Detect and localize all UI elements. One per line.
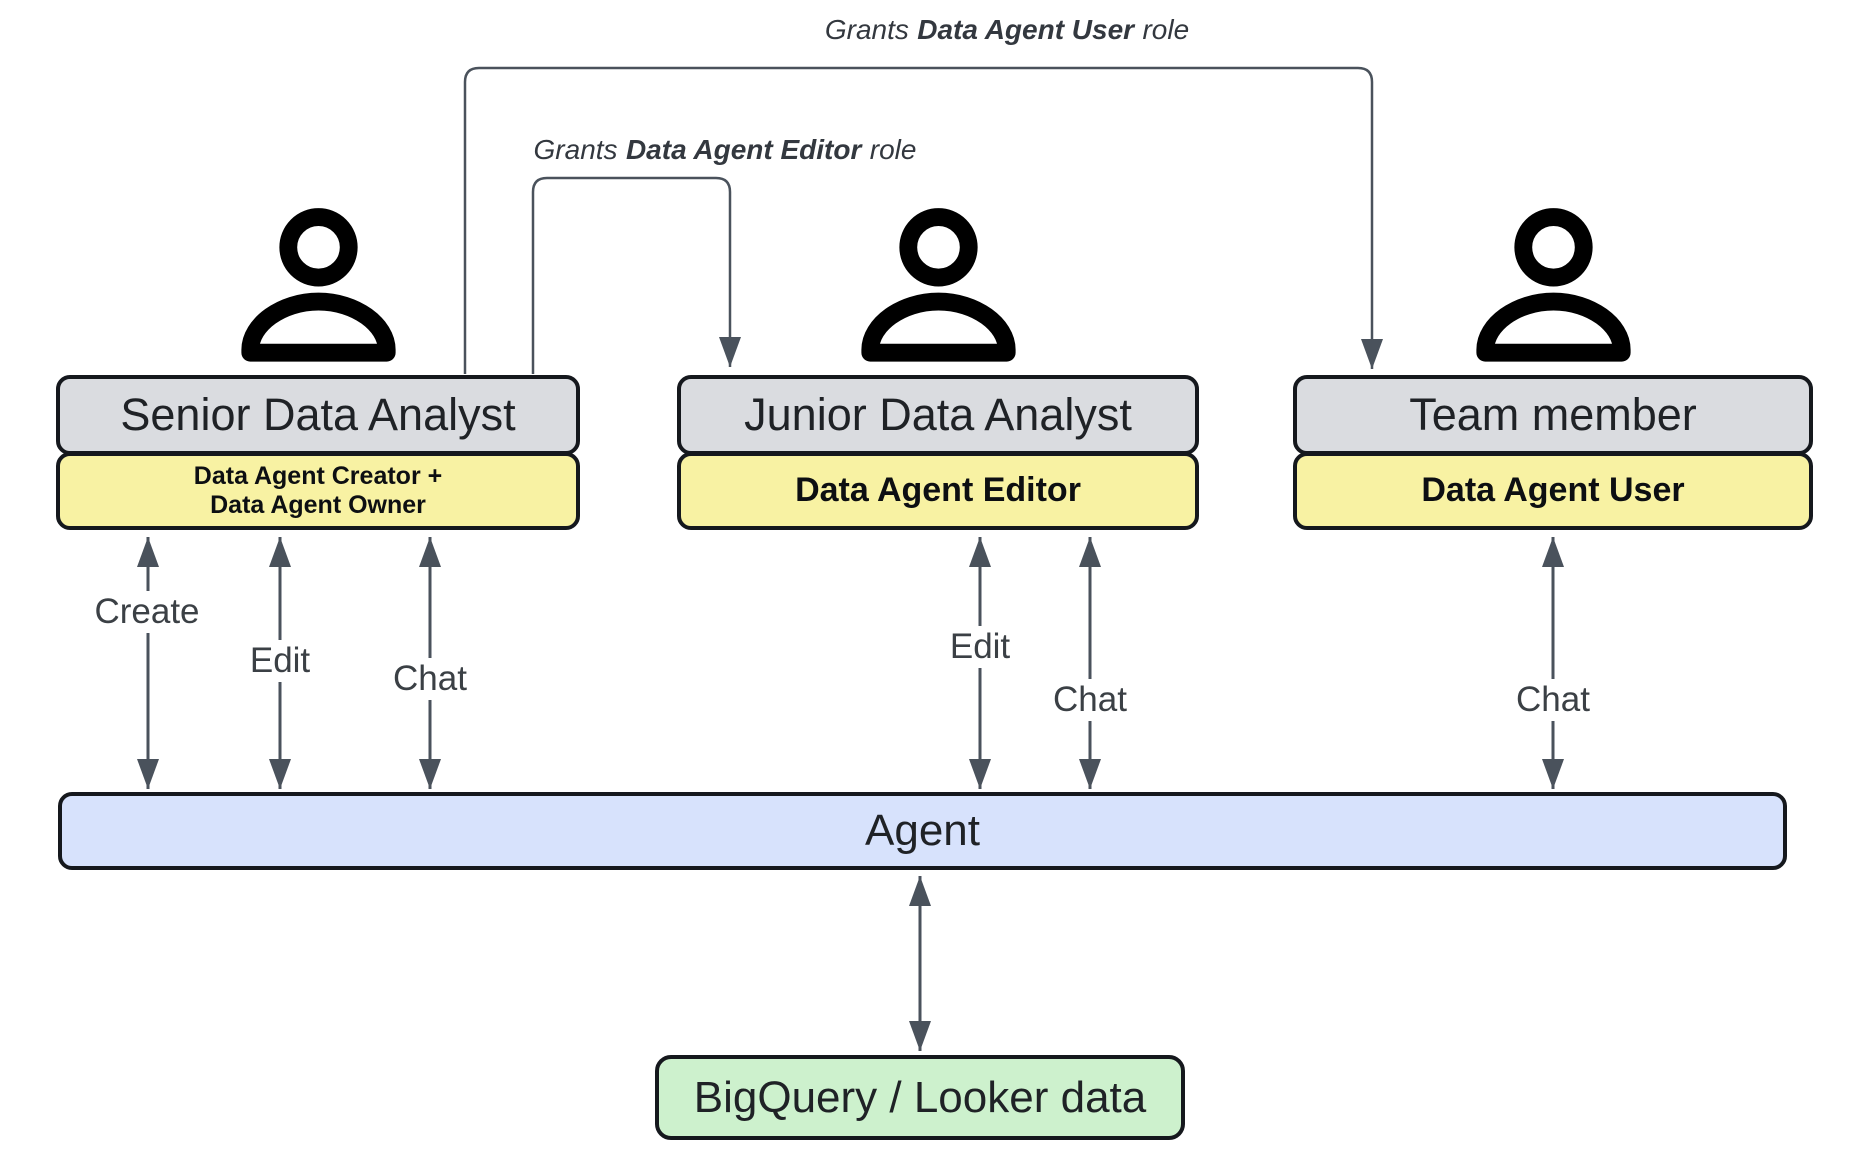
actor-title-junior: Junior Data Analyst <box>677 375 1199 455</box>
actor-title-team: Team member <box>1293 375 1813 455</box>
actor-role-senior-line1: Data Agent Creator + <box>193 462 443 491</box>
grant-user-role-name: Data Agent User <box>917 14 1135 45</box>
chat-label-senior: Chat <box>384 658 476 700</box>
actor-card-junior: Junior Data Analyst Data Agent Editor <box>677 375 1199 530</box>
agent-bar: Agent <box>58 792 1787 870</box>
grant-editor-suffix: role <box>869 134 917 165</box>
grant-editor-role-name: Data Agent Editor <box>625 134 862 165</box>
edit-label-senior: Edit <box>240 640 320 682</box>
person-icon <box>861 208 1016 362</box>
grant-editor-connector <box>531 176 741 374</box>
actor-card-team: Team member Data Agent User <box>1293 375 1813 530</box>
grant-user-label: Grants Data Agent User role <box>825 14 1189 46</box>
datastore-box: BigQuery / Looker data <box>655 1055 1185 1140</box>
actor-role-team: Data Agent User <box>1293 452 1813 530</box>
edit-label-junior: Edit <box>940 626 1020 668</box>
actor-role-senior-line2: Data Agent Owner <box>210 491 426 519</box>
create-label-senior: Create <box>85 591 209 633</box>
grant-editor-label: Grants Data Agent Editor role <box>534 134 917 166</box>
actor-role-junior: Data Agent Editor <box>677 452 1199 530</box>
grant-user-suffix: role <box>1142 14 1190 45</box>
actor-title-senior: Senior Data Analyst <box>56 375 580 455</box>
agent-label: Agent <box>865 806 980 855</box>
actor-card-senior: Senior Data Analyst Data Agent Creator +… <box>56 375 580 530</box>
chat-label-junior: Chat <box>1044 679 1136 721</box>
person-icon <box>241 208 396 362</box>
grant-editor-prefix: Grants <box>533 134 618 165</box>
datastore-label: BigQuery / Looker data <box>693 1072 1147 1122</box>
person-icon <box>1476 208 1631 362</box>
chat-label-team: Chat <box>1507 679 1599 721</box>
actor-role-senior: Data Agent Creator + Data Agent Owner <box>56 452 580 530</box>
grant-user-prefix: Grants <box>824 14 909 45</box>
